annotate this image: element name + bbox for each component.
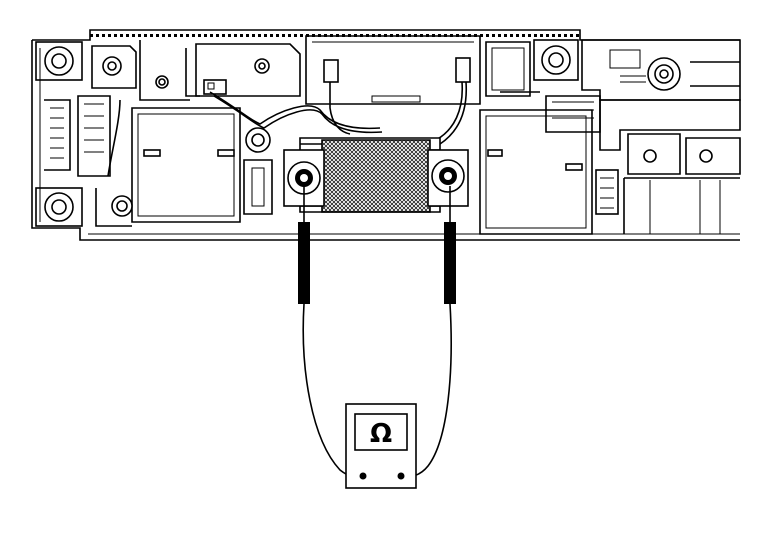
meter-jack-right: [397, 472, 405, 480]
upper-relay-box: [195, 43, 301, 97]
assembly-housing: [31, 29, 741, 241]
right-terminal-stud: [427, 149, 469, 207]
left-top-boss: [35, 41, 83, 81]
right-top-boss: [533, 39, 579, 81]
right-rail: [599, 99, 741, 234]
wire-harness: [107, 81, 468, 177]
right-probe: [444, 186, 456, 304]
ohmmeter: [345, 403, 417, 489]
left-module: [95, 107, 241, 227]
ohm-icon: Ω: [370, 419, 392, 449]
meter-jack-left: [359, 472, 367, 480]
top-left-bracket: [91, 45, 137, 89]
left-bottom-boss: [35, 187, 83, 227]
connector-panel: [305, 35, 481, 105]
left-probe: [298, 186, 310, 304]
right-module: [479, 91, 619, 235]
